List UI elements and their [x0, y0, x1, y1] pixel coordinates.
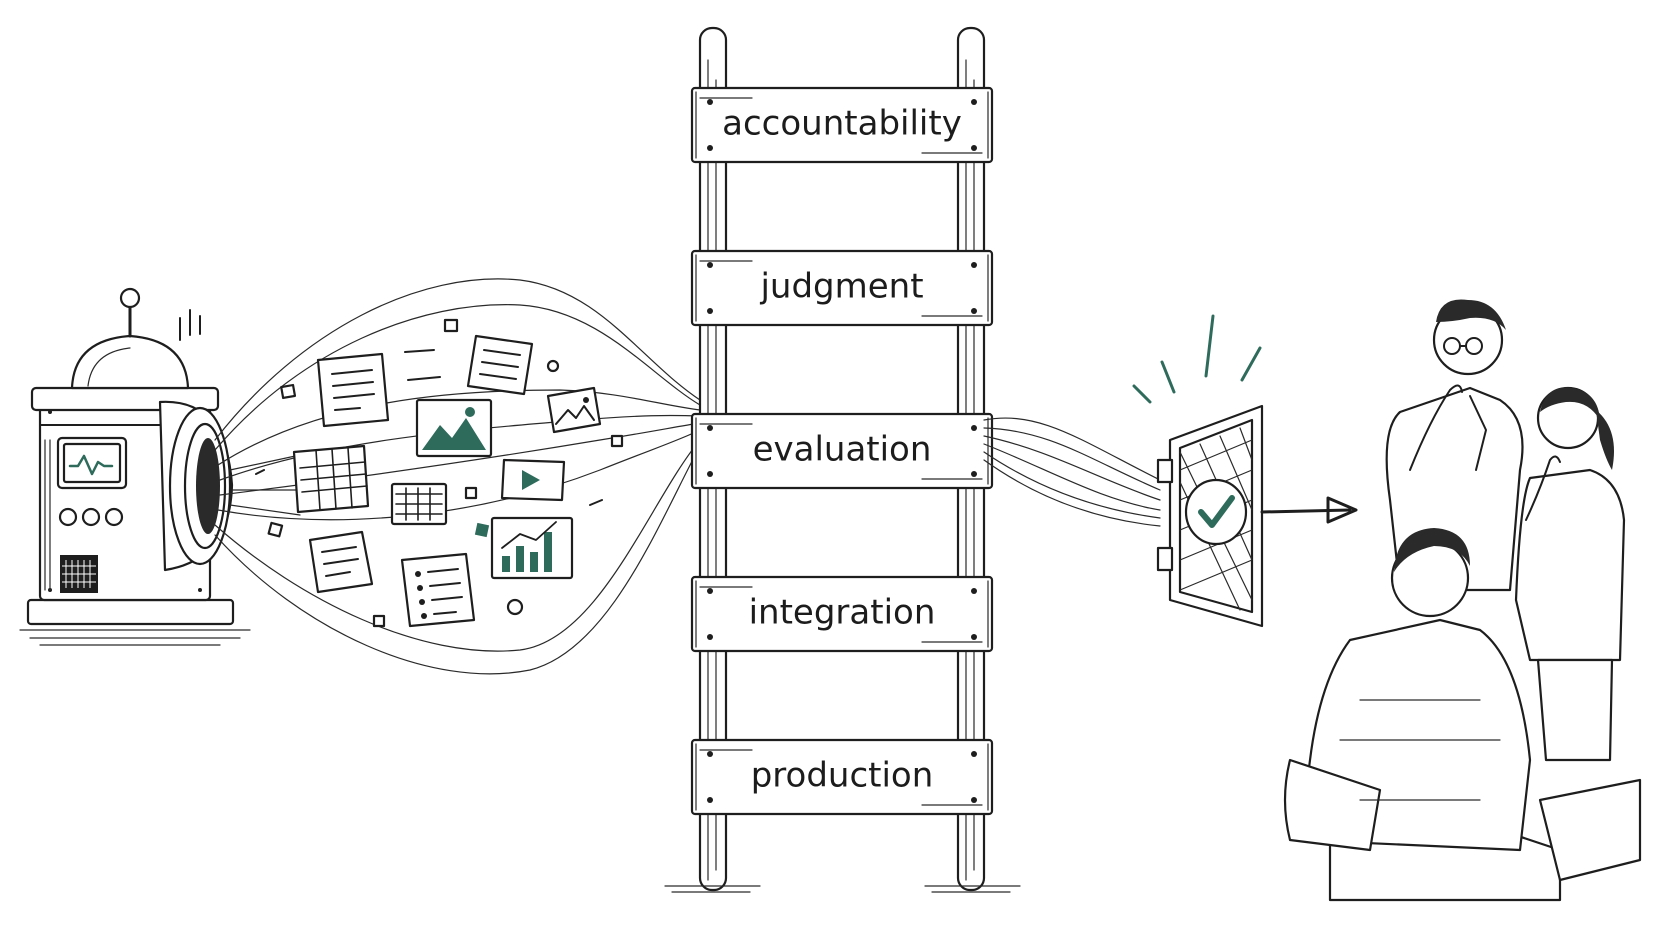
machine-icon	[19, 287, 251, 646]
rung-label: judgment	[759, 267, 923, 307]
plank	[690, 249, 994, 327]
nail	[971, 797, 977, 803]
wood-grain	[695, 91, 989, 159]
sparkle-lines	[1132, 314, 1262, 404]
nail	[971, 308, 977, 314]
nail	[971, 99, 977, 105]
nail	[707, 145, 713, 151]
nail	[971, 471, 977, 477]
filtered-stream	[983, 417, 1161, 527]
nail	[971, 262, 977, 268]
ladder-rung-evaluation: evaluation	[690, 412, 994, 490]
person-icon	[1283, 528, 1642, 902]
nail	[707, 751, 713, 757]
ladder-rungs: accountability judgment evaluation integrat…	[690, 86, 994, 816]
nail	[971, 425, 977, 431]
nail	[707, 262, 713, 268]
nail	[707, 425, 713, 431]
particles	[255, 318, 624, 628]
person-icon	[1514, 386, 1626, 762]
rung-label: accountability	[722, 104, 962, 144]
document-icon	[308, 530, 374, 594]
document-icon	[466, 334, 534, 396]
ladder-rung-production: production	[690, 738, 994, 816]
ladder-rung-accountability: accountability	[690, 86, 994, 164]
plank	[690, 86, 994, 164]
video-icon	[500, 458, 566, 502]
nail	[971, 634, 977, 640]
rung-label: production	[751, 756, 934, 796]
wood-grain	[695, 417, 989, 485]
rung-label: evaluation	[753, 430, 932, 470]
gate-icon	[1156, 404, 1264, 628]
ladder-rung-judgment: judgment	[690, 249, 994, 327]
wood-grain	[695, 254, 989, 322]
plank	[690, 412, 994, 490]
nail	[971, 145, 977, 151]
ladder-rung-integration: integration	[690, 575, 994, 653]
nail	[707, 308, 713, 314]
image-icon	[415, 398, 493, 458]
document-icon	[316, 352, 390, 428]
plank	[690, 738, 994, 816]
nail	[707, 471, 713, 477]
table-icon	[292, 444, 370, 514]
wood-grain	[695, 743, 989, 811]
rung-label: integration	[749, 593, 936, 633]
nail	[971, 751, 977, 757]
arrow-right-icon	[1260, 496, 1358, 524]
nail	[707, 99, 713, 105]
plank	[690, 575, 994, 653]
nail	[707, 588, 713, 594]
nail	[707, 634, 713, 640]
nail	[707, 797, 713, 803]
checklist-icon	[400, 552, 476, 628]
wood-grain	[695, 580, 989, 648]
bar-chart-icon	[474, 516, 574, 580]
table-icon	[390, 482, 448, 526]
nail	[971, 588, 977, 594]
image-icon	[546, 386, 602, 434]
checkmark-icon	[1198, 495, 1235, 528]
